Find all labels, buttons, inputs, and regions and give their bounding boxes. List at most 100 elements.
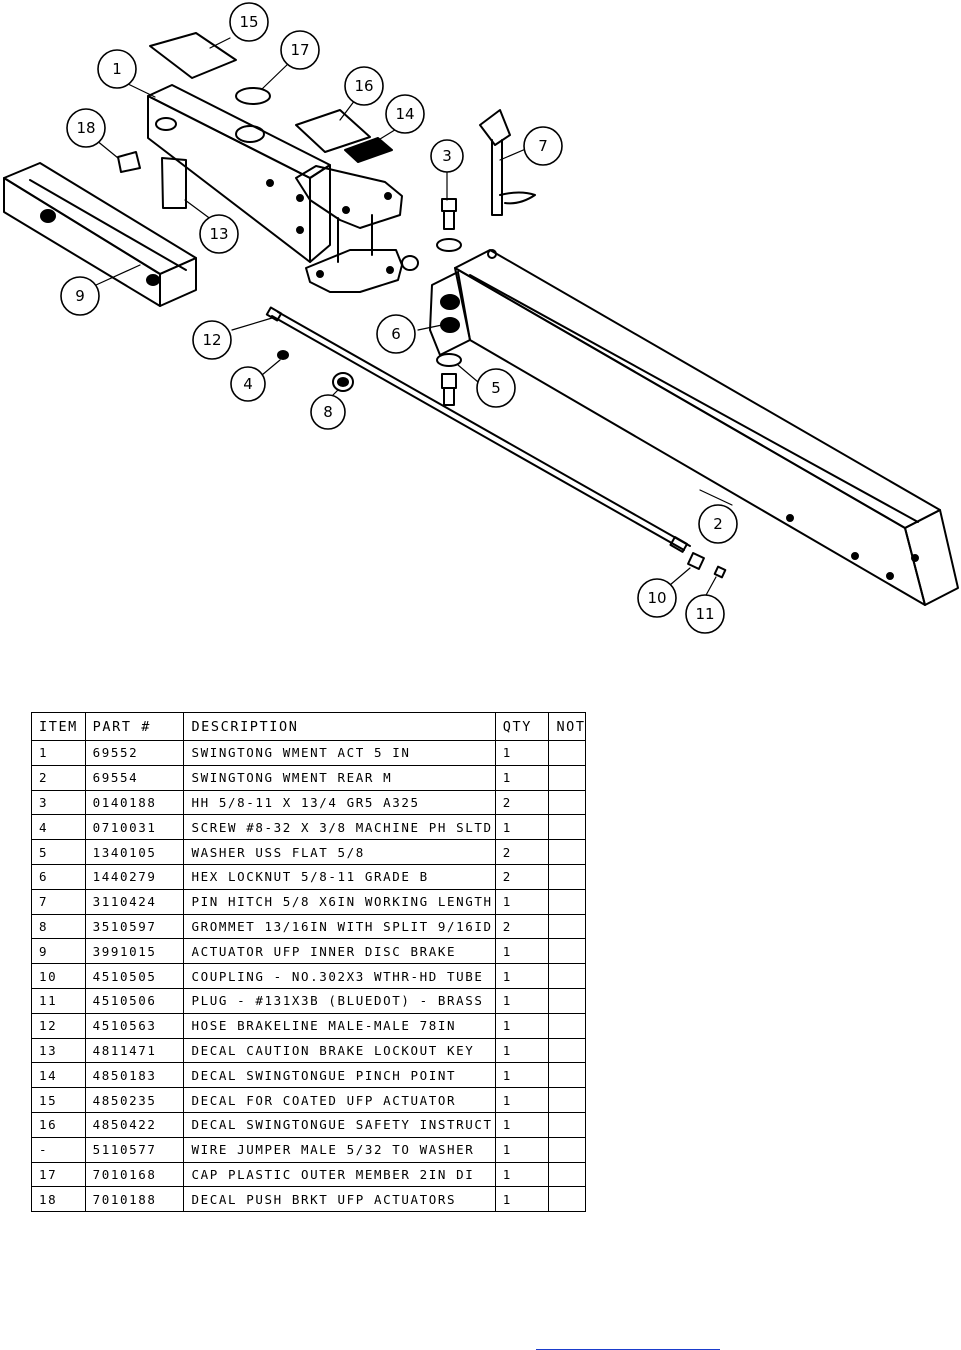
part-7-hitch-pin xyxy=(479,109,536,216)
balloon-10-label: 10 xyxy=(647,589,666,607)
balloon-5-label: 5 xyxy=(491,379,501,397)
part-number-cell: 1340105 xyxy=(84,839,185,865)
part-6-locknut-top xyxy=(440,294,460,310)
part-number-cell: 1440279 xyxy=(84,863,185,890)
part-number-cell: 4850422 xyxy=(84,1111,185,1138)
note-cell xyxy=(548,1037,586,1064)
balloon-2-label: 2 xyxy=(713,515,723,533)
header-part-number: PART # xyxy=(84,712,185,741)
qty-cell: 1 xyxy=(494,1012,550,1039)
balloon-4-label: 4 xyxy=(243,375,253,393)
description-cell: DECAL SWINGTONGUE PINCH POINT xyxy=(183,1062,496,1089)
description-cell: ACTUATOR UFP INNER DISC BRAKE xyxy=(183,938,496,965)
description-cell: CAP PLASTIC OUTER MEMBER 2IN DI xyxy=(183,1161,496,1188)
qty-cell: 1 xyxy=(494,1037,550,1064)
part-number-cell: 0140188 xyxy=(84,789,185,816)
description-cell: HEX LOCKNUT 5/8-11 GRADE B xyxy=(183,863,496,890)
description-cell: SWINGTONG WMENT ACT 5 IN xyxy=(183,740,496,766)
note-cell xyxy=(548,1087,586,1113)
part-3-bolt xyxy=(441,198,457,230)
part-number-cell: 4510506 xyxy=(84,987,185,1014)
note-cell xyxy=(548,789,586,816)
part-number-cell: 3110424 xyxy=(84,888,185,915)
part-number-cell: 5110577 xyxy=(84,1136,185,1163)
parts-list-table: ITEM PART # DESCRIPTION QTY NOTE 169552S… xyxy=(31,712,586,1213)
item-cell: 11 xyxy=(31,987,86,1014)
balloon-18-label: 18 xyxy=(76,119,95,137)
part-5-washer xyxy=(436,353,462,367)
note-cell xyxy=(548,839,586,865)
description-cell: COUPLING - NO.302X3 WTHR-HD TUBE xyxy=(183,963,496,989)
part-14-decal xyxy=(344,137,393,163)
balloon-8 xyxy=(310,394,346,430)
qty-cell: 1 xyxy=(494,764,550,791)
description-cell: PLUG - #131X3B (BLUEDOT) - BRASS xyxy=(183,987,496,1014)
note-cell xyxy=(548,1012,586,1039)
description-cell: GROMMET 13/16IN WITH SPLIT 9/16ID xyxy=(183,913,496,940)
qty-cell: 1 xyxy=(494,740,550,766)
qty-cell: 1 xyxy=(494,1111,550,1138)
exploded-parts-diagram: 15 17 1 16 14 18 3 7 13 9 12 6 4 5 8 2 1… xyxy=(3,2,959,634)
note-cell xyxy=(548,1111,586,1138)
note-cell xyxy=(548,740,586,766)
description-cell: DECAL FOR COATED UFP ACTUATOR xyxy=(183,1087,496,1113)
qty-cell: 1 xyxy=(494,987,550,1014)
qty-cell: 2 xyxy=(494,863,550,890)
qty-cell: 1 xyxy=(494,1062,550,1089)
part-number-cell: 7010188 xyxy=(84,1186,185,1213)
item-cell: 18 xyxy=(31,1186,86,1213)
balloon-12-label: 12 xyxy=(202,331,221,349)
item-cell: 3 xyxy=(31,789,86,816)
table-header-row: ITEM PART # DESCRIPTION QTY NOTE xyxy=(31,712,586,741)
balloon-9-label: 9 xyxy=(75,287,85,305)
note-cell xyxy=(548,938,586,965)
description-cell: DECAL SWINGTONGUE SAFETY INSTRUCT xyxy=(183,1111,496,1138)
balloon-11 xyxy=(685,594,725,634)
balloon-3-label: 3 xyxy=(442,147,452,165)
balloon-3 xyxy=(430,139,464,173)
qty-cell: 2 xyxy=(494,913,550,940)
part-6-locknut xyxy=(440,317,460,333)
part-9-actuator-inner xyxy=(3,162,197,307)
balloon-16-label: 16 xyxy=(354,77,373,95)
description-cell: SWINGTONG WMENT REAR M xyxy=(183,764,496,791)
note-cell xyxy=(548,764,586,791)
qty-cell: 1 xyxy=(494,938,550,965)
balloon-5 xyxy=(476,368,516,408)
description-cell: WASHER USS FLAT 5/8 xyxy=(183,839,496,865)
part-3-bolt-lower xyxy=(441,373,457,406)
item-cell: 6 xyxy=(31,863,86,890)
balloon-13-label: 13 xyxy=(209,225,228,243)
item-cell: 10 xyxy=(31,963,86,989)
header-description: DESCRIPTION xyxy=(183,712,496,741)
part-number-cell: 4510563 xyxy=(84,1012,185,1039)
balloon-2 xyxy=(698,504,738,544)
balloon-13 xyxy=(199,214,239,254)
note-cell xyxy=(548,1161,586,1188)
balloon-12 xyxy=(192,320,232,360)
description-cell: DECAL CAUTION BRAKE LOCKOUT KEY xyxy=(183,1037,496,1064)
part-5-washer-top xyxy=(436,238,462,252)
item-cell: - xyxy=(31,1136,86,1163)
balloon-16 xyxy=(344,66,384,106)
balloon-9 xyxy=(60,276,100,316)
qty-cell: 1 xyxy=(494,1161,550,1188)
qty-cell: 1 xyxy=(494,963,550,989)
part-number-cell: 4850235 xyxy=(84,1087,185,1113)
description-cell: HH 5/8-11 X 13/4 GR5 A325 xyxy=(183,789,496,816)
balloon-6-label: 6 xyxy=(391,325,401,343)
note-cell xyxy=(548,913,586,940)
grommet xyxy=(401,255,419,271)
